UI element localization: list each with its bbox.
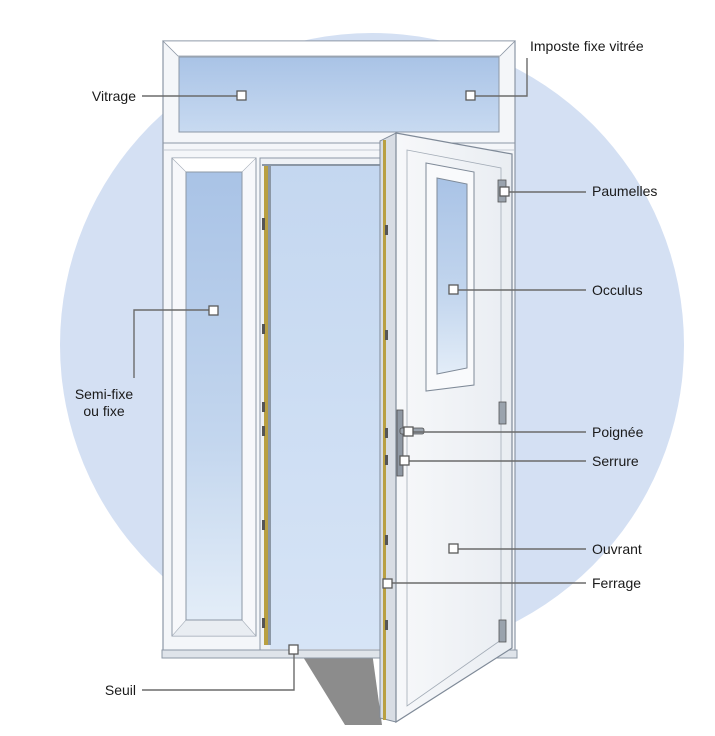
label-occulus: Occulus bbox=[592, 282, 643, 298]
label-imposte: Imposte fixe vitrée bbox=[530, 38, 644, 54]
keeper-mark bbox=[262, 520, 265, 530]
label-vitrage: Vitrage bbox=[91, 88, 136, 104]
label-poignee: Poignée bbox=[592, 424, 644, 440]
ferrage-mark bbox=[385, 455, 388, 465]
handle-plate bbox=[396, 409, 404, 477]
label-semi-fixe: Semi-fixe ou fixe bbox=[64, 386, 144, 420]
hinge-icon bbox=[498, 619, 507, 643]
leader-markers bbox=[208, 90, 510, 655]
label-ouvrant: Ouvrant bbox=[592, 541, 642, 557]
door-leaf-edge bbox=[379, 132, 397, 723]
keeper-mark bbox=[262, 618, 265, 628]
door-leaf-seal bbox=[383, 140, 386, 720]
ferrage-mark bbox=[385, 428, 388, 438]
keeper-mark bbox=[262, 402, 265, 412]
label-semi-fixe-line2: ou fixe bbox=[83, 403, 125, 419]
imposte-frame-bevel bbox=[162, 40, 516, 57]
ferrage-mark bbox=[385, 620, 388, 630]
label-serrure: Serrure bbox=[592, 453, 639, 469]
keeper-mark bbox=[262, 324, 265, 334]
label-paumelles: Paumelles bbox=[592, 183, 658, 199]
frame-jamb-left bbox=[268, 165, 271, 645]
door-leaf bbox=[395, 132, 513, 724]
label-ferrage: Ferrage bbox=[592, 575, 642, 591]
ferrage-mark bbox=[385, 225, 388, 235]
sill bbox=[161, 649, 518, 659]
semi-fixe-bevel-bottom bbox=[171, 619, 257, 637]
label-semi-fixe-line1: Semi-fixe bbox=[74, 386, 134, 402]
leader-lines bbox=[133, 58, 586, 691]
occulus-glass bbox=[436, 177, 468, 375]
floor-shadow bbox=[300, 652, 382, 725]
ferrage-mark bbox=[385, 330, 388, 340]
label-seuil: Seuil bbox=[104, 682, 136, 698]
ferrage-mark bbox=[385, 535, 388, 545]
frame-seal-left bbox=[264, 165, 268, 645]
keeper-mark bbox=[262, 218, 265, 230]
keeper-mark bbox=[262, 426, 265, 436]
hinge-icon bbox=[498, 401, 507, 425]
imposte-glass bbox=[178, 56, 500, 133]
semi-fixe-glass bbox=[185, 171, 243, 621]
door-opening bbox=[270, 165, 380, 649]
semi-fixe-bevel bbox=[171, 157, 257, 173]
